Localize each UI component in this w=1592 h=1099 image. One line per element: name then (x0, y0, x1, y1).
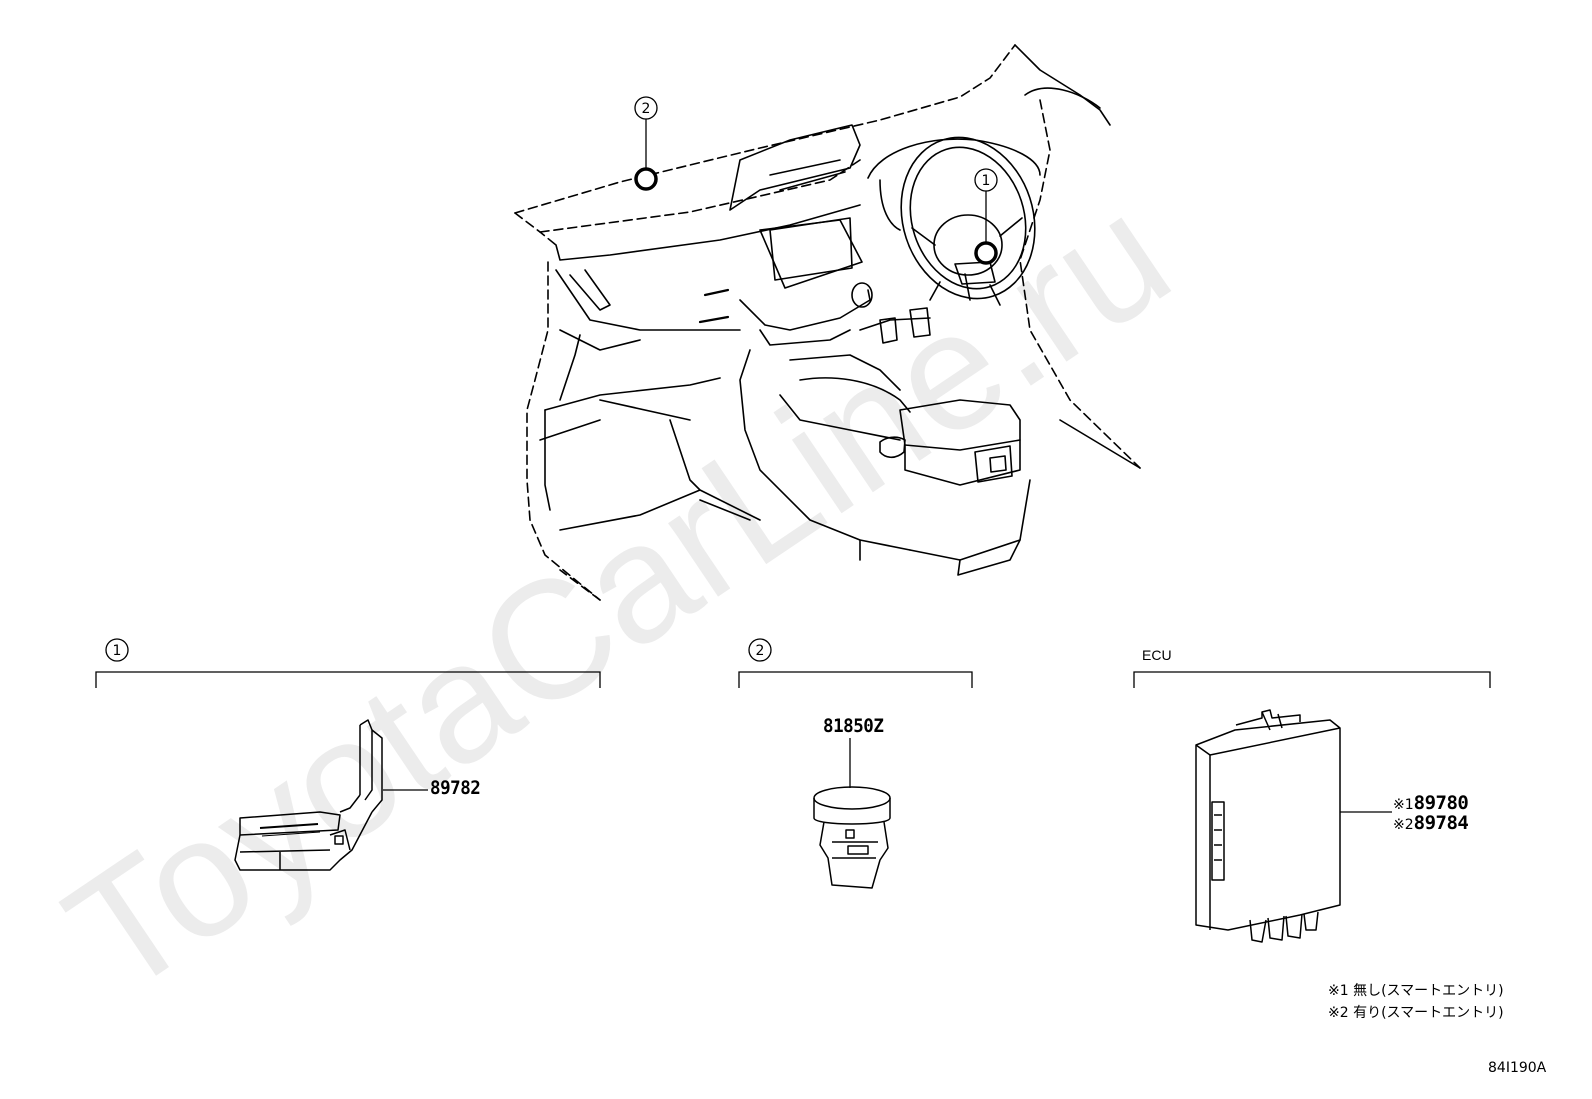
ecu-drawing (1195, 709, 1341, 943)
section-1-marker: 1 (113, 643, 122, 659)
callout-2-number: 2 (642, 101, 651, 117)
part-number-81850z[interactable]: 81850Z (823, 715, 884, 737)
watermark-text: ToyotaCarLine.ru (35, 159, 1201, 1030)
watermark: ToyotaCarLine.ru (35, 159, 1201, 1030)
section-ecu-bracket (1133, 671, 1491, 688)
section-ecu-label: ECU (1142, 647, 1172, 663)
callout-marker-2: 2 (634, 96, 658, 191)
ecu-part-prefix-1: ※1 (1393, 797, 1414, 813)
part-81850z-drawing (813, 786, 891, 889)
note-2: ※2 有り(スマートエントリ) (1328, 1005, 1504, 1021)
diagram-code: 84I190A (1488, 1060, 1547, 1076)
callout-1-number: 1 (982, 173, 991, 189)
ecu-part-prefix-2: ※2 (1393, 817, 1414, 833)
ecu-part-number-89784[interactable]: 89784 (1413, 812, 1469, 834)
part-number-89782[interactable]: 89782 (430, 777, 481, 799)
section-2-marker: 2 (756, 643, 765, 659)
ecu-part-number-2[interactable]: ※289784 (1393, 812, 1469, 834)
part-89782-drawing (234, 719, 383, 871)
note-1: ※1 無し(スマートエントリ) (1328, 983, 1504, 999)
section-2-bracket (738, 638, 973, 688)
dashboard-illustration (514, 44, 1141, 601)
location-dot-2 (634, 167, 658, 191)
ecu-part-number-89780[interactable]: 89780 (1413, 792, 1469, 814)
location-dot-1 (974, 241, 998, 265)
section-1-bracket (95, 638, 601, 688)
callout-marker-1: 1 (974, 168, 998, 265)
ecu-part-number-1[interactable]: ※189780 (1393, 792, 1469, 814)
